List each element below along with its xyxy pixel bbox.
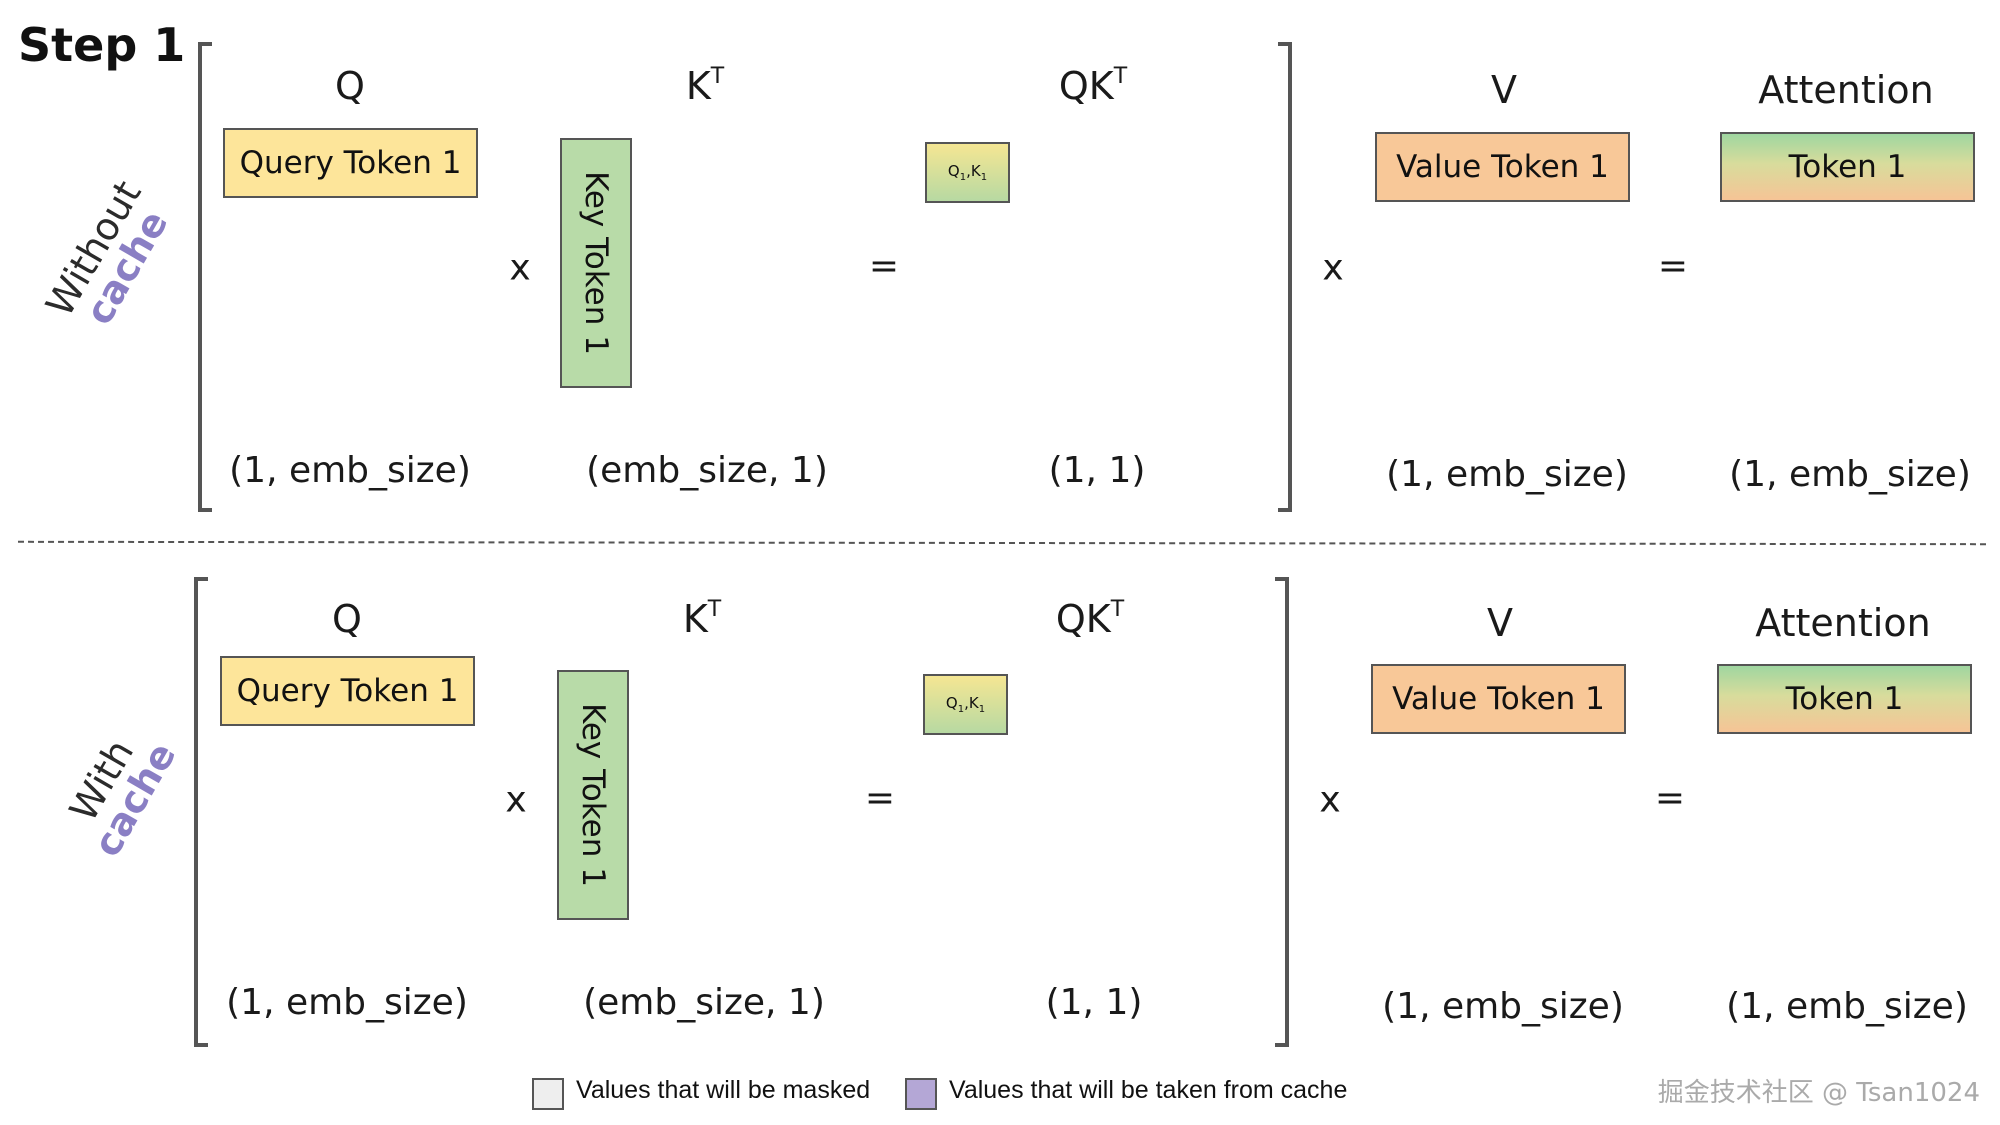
header-qkt: QKT [1055, 597, 1125, 641]
equals-op: = [1657, 245, 1689, 287]
header-q: Q [335, 64, 365, 108]
qk-cell: Q1,K1 [925, 142, 1010, 203]
dim-attention: (1, emb_size) [1726, 986, 1968, 1027]
value-token-box: Value Token 1 [1371, 664, 1626, 734]
dim-q: (1, emb_size) [226, 982, 468, 1023]
dim-attention: (1, emb_size) [1729, 454, 1971, 495]
multiply-op: x [505, 779, 527, 821]
header-qkt: QKT [1058, 64, 1128, 108]
legend-swatch-cache [905, 1078, 937, 1110]
dim-qkt: (1, 1) [1045, 982, 1143, 1023]
header-attention: Attention [1758, 68, 1934, 112]
header-v: V [1491, 68, 1517, 112]
equals-op: = [1654, 777, 1686, 819]
dim-kt: (emb_size, 1) [583, 982, 825, 1023]
legend-cache: Values that will be taken from cache [905, 1070, 1347, 1110]
header-kt: KT [682, 597, 722, 641]
step-title: Step 1 [18, 18, 186, 72]
dim-q: (1, emb_size) [229, 450, 471, 491]
multiply-op: x [1319, 779, 1341, 821]
panel-with-cache: With cache Q KT QKT V Attention Query To… [0, 534, 2000, 1054]
panel-label: With cache [60, 732, 185, 864]
multiply-op: x [509, 247, 531, 289]
bracket-left [194, 577, 208, 1047]
key-token-box: Key Token 1 [557, 670, 629, 920]
header-q: Q [332, 597, 362, 641]
bracket-left [198, 42, 212, 512]
panel-without-cache: Without cache Q KT QKT V Attention Query… [0, 0, 2000, 520]
equals-op: = [864, 777, 896, 819]
key-token-box: Key Token 1 [560, 138, 632, 388]
header-kt: KT [685, 64, 725, 108]
watermark: 掘金技术社区 @ Tsan1024 [1657, 1078, 1980, 1108]
value-token-box: Value Token 1 [1375, 132, 1630, 202]
attention-token-box: Token 1 [1717, 664, 1972, 734]
attention-token-box: Token 1 [1720, 132, 1975, 202]
query-token-box: Query Token 1 [220, 656, 475, 726]
bracket-right [1278, 42, 1292, 512]
dim-kt: (emb_size, 1) [586, 450, 828, 491]
dim-v: (1, emb_size) [1386, 454, 1628, 495]
legend-swatch-masked [532, 1078, 564, 1110]
legend-masked: Values that will be masked [532, 1070, 870, 1110]
query-token-box: Query Token 1 [223, 128, 478, 198]
multiply-op: x [1322, 247, 1344, 289]
dim-v: (1, emb_size) [1382, 986, 1624, 1027]
dim-qkt: (1, 1) [1048, 450, 1146, 491]
equals-op: = [868, 245, 900, 287]
header-attention: Attention [1755, 601, 1931, 645]
qk-cell: Q1,K1 [923, 674, 1008, 735]
header-v: V [1487, 601, 1513, 645]
panel-label: Without cache [37, 173, 177, 332]
bracket-right [1275, 577, 1289, 1047]
